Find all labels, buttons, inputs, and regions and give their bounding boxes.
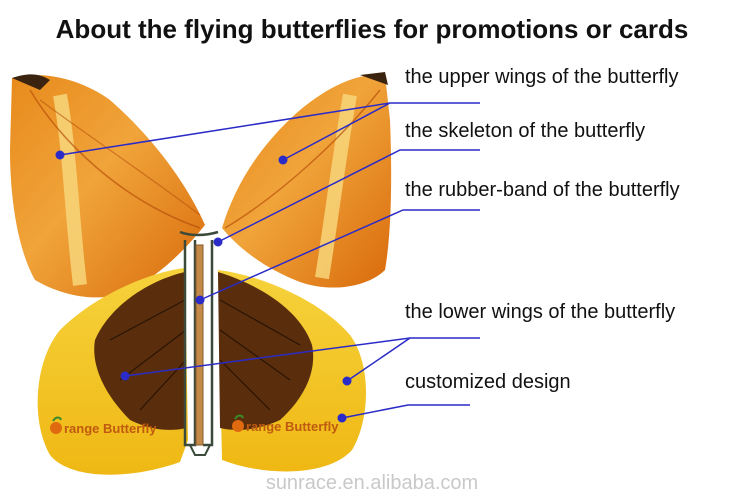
watermark: sunrace.en.alibaba.com [265, 472, 479, 494]
brand-logo-left: range Butterfly [50, 416, 157, 436]
upper-left-wing [10, 74, 205, 298]
rubber-band [195, 244, 204, 446]
label-lower-wings: the lower wings of the butterfly [405, 301, 676, 323]
label-rubber-band: the rubber-band of the butterfly [405, 179, 680, 201]
label-customized-design: customized design [405, 371, 571, 393]
brand-text-left: range Butterfly [64, 421, 157, 436]
leader-skeleton [217, 149, 480, 243]
leader-lines [59, 102, 480, 419]
leader-custom-design [341, 404, 470, 419]
butterfly-skeleton [179, 230, 219, 456]
brand-text-right: range Butterfly [246, 419, 339, 434]
leader-rubber-band [199, 209, 480, 301]
lower-right-wing [218, 270, 366, 472]
leader-lower-wings [124, 337, 480, 382]
upper-right-wing [222, 72, 392, 288]
leader-upper-wings [59, 102, 480, 161]
label-upper-wings: the upper wings of the butterfly [405, 66, 679, 88]
lower-left-wing [37, 268, 188, 475]
leader-dots [55, 150, 352, 423]
label-skeleton: the skeleton of the butterfly [405, 120, 646, 142]
diagram-title: About the flying butterflies for promoti… [55, 14, 689, 44]
brand-logo-right: range Butterfly [232, 414, 339, 434]
